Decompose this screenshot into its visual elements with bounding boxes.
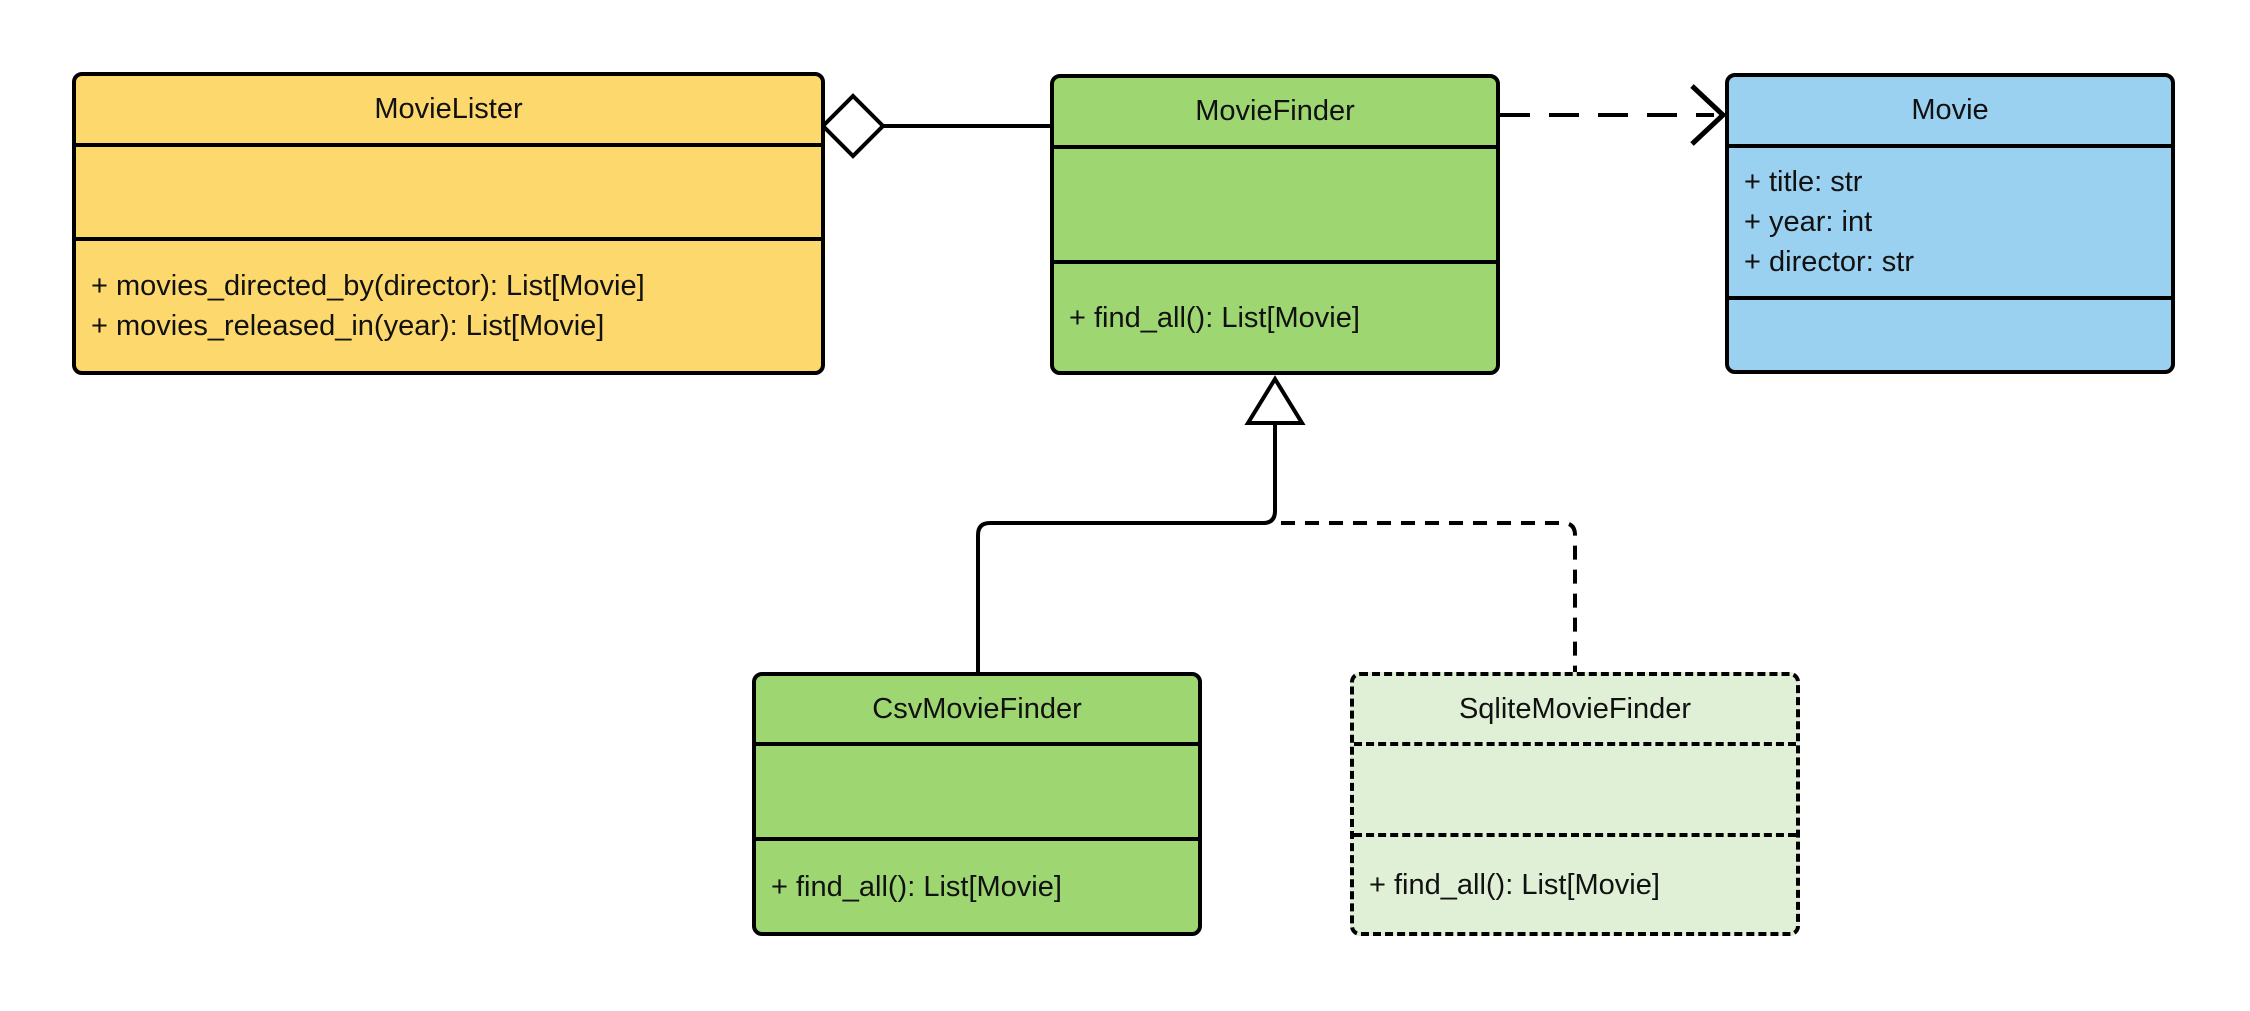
- uml-attribute: + year: int: [1744, 206, 1873, 238]
- class-attributes-section: + title: str + year: int + director: str: [1729, 144, 2171, 296]
- class-box-movie[interactable]: Movie + title: str + year: int + directo…: [1725, 73, 2175, 374]
- uml-method: + find_all(): List[Movie]: [1369, 868, 1660, 901]
- class-methods-section: [1729, 296, 2171, 370]
- class-title: MovieFinder: [1195, 95, 1355, 127]
- class-methods-section: + find_all(): List[Movie]: [1354, 833, 1796, 932]
- aggregation-diamond-icon: [820, 93, 886, 159]
- class-attributes-section: [1054, 145, 1496, 260]
- class-methods-section: + movies_directed_by(director): List[Mov…: [76, 237, 821, 371]
- open-arrowhead-icon: [1690, 84, 1727, 146]
- uml-method: + movies_directed_by(director): List[Mov…: [91, 270, 645, 302]
- class-attributes-section: [756, 742, 1198, 837]
- class-box-sqlitemoviefinder[interactable]: SqliteMovieFinder + find_all(): List[Mov…: [1350, 672, 1800, 936]
- class-box-csvmoviefinder[interactable]: CsvMovieFinder + find_all(): List[Movie]: [752, 672, 1202, 936]
- uml-method: + find_all(): List[Movie]: [771, 870, 1062, 903]
- class-title: MovieLister: [374, 93, 523, 125]
- uml-attribute: + director: str: [1744, 246, 1915, 278]
- inheritance-solid-connector-csvmoviefinder-moviefinder[interactable]: [976, 375, 1306, 672]
- uml-attribute: + title: str: [1744, 166, 1863, 198]
- uml-method: + find_all(): List[Movie]: [1069, 301, 1360, 334]
- class-box-moviefinder[interactable]: MovieFinder + find_all(): List[Movie]: [1050, 74, 1500, 375]
- inheritance-triangle-icon: [1244, 375, 1306, 425]
- class-box-movielister[interactable]: MovieLister + movies_directed_by(directo…: [72, 72, 825, 375]
- class-title: Movie: [1911, 94, 1989, 126]
- class-methods-section: + find_all(): List[Movie]: [756, 837, 1198, 932]
- class-methods-section: + find_all(): List[Movie]: [1054, 260, 1496, 371]
- class-title: SqliteMovieFinder: [1458, 692, 1692, 725]
- dependency-connector-moviefinder-movie[interactable]: [1500, 84, 1727, 146]
- inheritance-dashed-connector-sqlitemoviefinder-moviefinder[interactable]: [1281, 521, 1577, 672]
- class-title: CsvMovieFinder: [872, 692, 1082, 725]
- uml-method: + movies_released_in(year): List[Movie]: [91, 310, 605, 342]
- aggregation-connector-movielister-moviefinder[interactable]: [820, 93, 1052, 159]
- class-attributes-section: [76, 143, 821, 237]
- class-attributes-section: [1354, 742, 1796, 833]
